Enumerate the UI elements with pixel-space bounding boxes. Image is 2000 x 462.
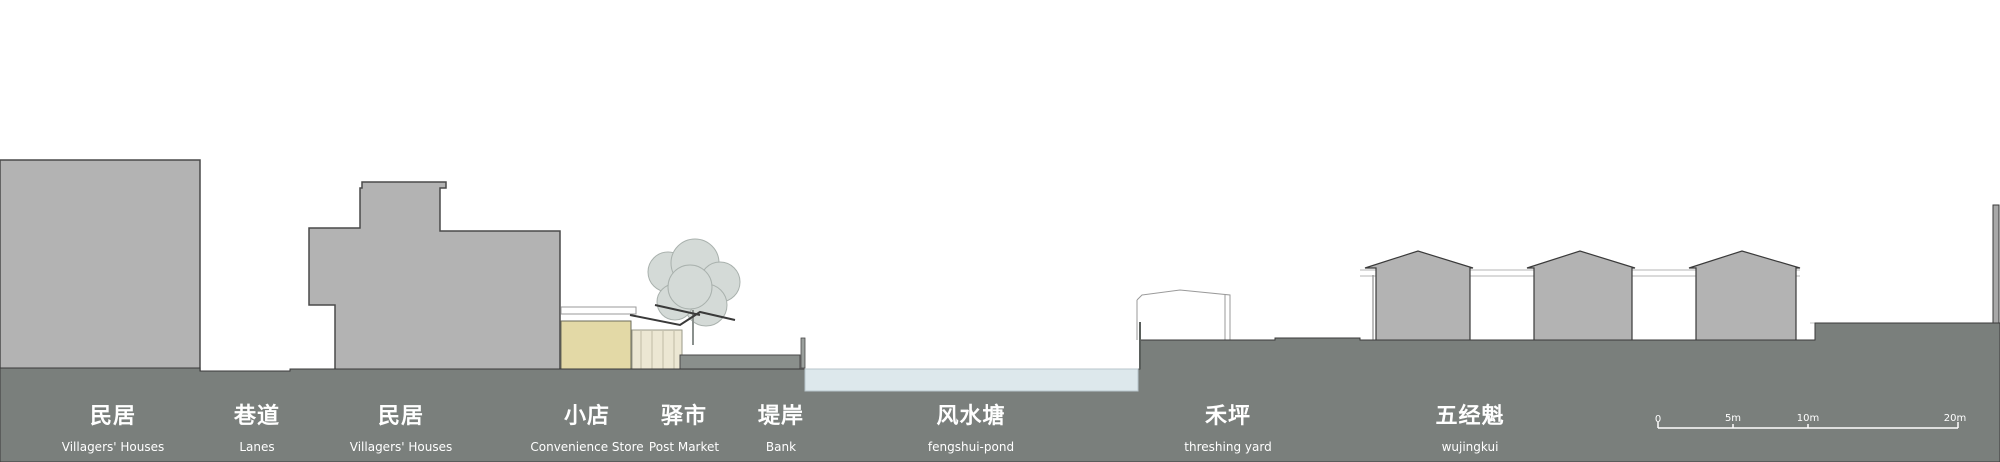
label-en: wujingkui [1441,440,1499,454]
label-en: Bank [765,440,797,454]
label-bank: 堤岸 Bank [758,404,804,454]
label-zh: 堤岸 [757,404,805,429]
threshing-shed-outline [1136,289,1231,340]
label-zh: 驿市 [660,404,708,429]
label-zh: 五经魁 [1435,404,1505,429]
label-en: Post Market [648,440,720,454]
label-zh: 风水塘 [936,404,1006,429]
bank-post [800,337,806,369]
label-en: fengshui-pond [927,440,1015,454]
label-en: threshing yard [1184,440,1272,454]
label-villagers-houses-left: 民居 Villagers' Houses [62,404,164,454]
label-lanes: 巷道 Lanes [234,404,280,454]
ground [0,322,2000,462]
post-market-roof [629,310,736,327]
villager-house-left [0,159,201,373]
label-fengshui-pond: 风水塘 fengshui-pond [928,404,1014,454]
label-threshing-yard: 禾坪 threshing yard [1184,404,1271,454]
label-en: Villagers' Houses [349,440,453,454]
wujingkui-house-3 [1688,250,1801,342]
scale-tick-5m: 5m [1724,413,1742,424]
scale-tick-20m: 20m [1943,413,1967,424]
label-zh: 禾坪 [1204,404,1252,429]
label-en: Convenience Store [530,440,644,454]
label-zh: 小店 [563,404,610,429]
label-en: Villagers' Houses [61,440,165,454]
label-post-market: 驿市 Post Market [649,404,719,454]
label-wujingkui: 五经魁 wujingkui [1435,404,1504,454]
label-zh: 民居 [89,404,136,429]
label-villagers-houses-middle: 民居 Villagers' Houses [350,404,452,454]
label-zh: 巷道 [233,404,281,429]
wujingkui-house-2 [1526,250,1636,342]
label-en: Lanes [239,440,275,454]
scale-tick-10m: 10m [1796,413,1820,424]
scale-tick-0: 0 [1654,414,1662,425]
label-zh: 民居 [377,404,424,429]
convenience-store-roof [560,306,637,315]
wujingkui-house-1 [1364,250,1474,342]
fengshui-pond-water [804,368,1139,392]
villager-house-middle [308,181,561,373]
right-edge-post [1992,204,2000,326]
label-convenience-store: 小店 Convenience Store [530,404,643,454]
scale-bar [1657,422,1959,429]
convenience-store [560,320,632,372]
